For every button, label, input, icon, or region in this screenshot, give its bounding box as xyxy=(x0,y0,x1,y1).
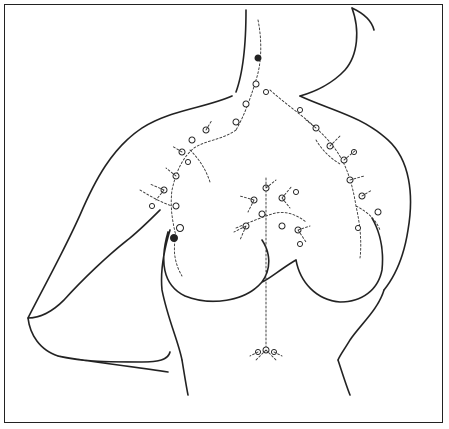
right-breast-line xyxy=(296,218,383,302)
lymph-node xyxy=(253,81,259,87)
lymph-branches xyxy=(150,120,372,360)
lymphatic-vessels xyxy=(140,20,380,350)
lymph-node xyxy=(186,160,191,165)
lymph-node xyxy=(264,90,269,95)
lymph-node xyxy=(150,204,155,209)
left-arm-line xyxy=(28,210,160,318)
lymph-node xyxy=(294,190,299,195)
lymph-node xyxy=(173,203,179,209)
lymph-node xyxy=(375,209,381,215)
lymph-node xyxy=(243,101,249,107)
lymph-node xyxy=(356,226,361,231)
lymph-node xyxy=(298,108,303,113)
vessel-left-lower xyxy=(174,236,182,276)
lymph-node xyxy=(189,137,195,143)
vessel-left-arm xyxy=(140,190,172,206)
vessel-neck xyxy=(236,20,261,130)
lymph-node xyxy=(171,235,178,242)
neck-left-line xyxy=(236,10,246,92)
vessel-left-axilla xyxy=(171,130,236,236)
lymph-node xyxy=(177,225,184,232)
left-abdomen-line xyxy=(182,360,188,395)
vessel-left-sub xyxy=(190,150,210,182)
lymph-nodes xyxy=(150,55,382,355)
left-breast-line xyxy=(164,232,269,301)
body-outline xyxy=(28,8,411,395)
lymph-node xyxy=(233,119,239,125)
neck-right-line xyxy=(300,8,357,96)
lymph-node xyxy=(255,55,261,61)
left-hand-line xyxy=(58,356,168,372)
left-shoulder-line xyxy=(28,96,232,318)
lymph-node xyxy=(259,211,265,217)
lymph-node xyxy=(279,223,285,229)
right-torso-line xyxy=(338,290,384,360)
node-branches-left xyxy=(150,120,212,200)
right-abdomen-line xyxy=(338,360,350,395)
left-forearm-line xyxy=(28,318,170,362)
lymph-node xyxy=(298,242,303,247)
